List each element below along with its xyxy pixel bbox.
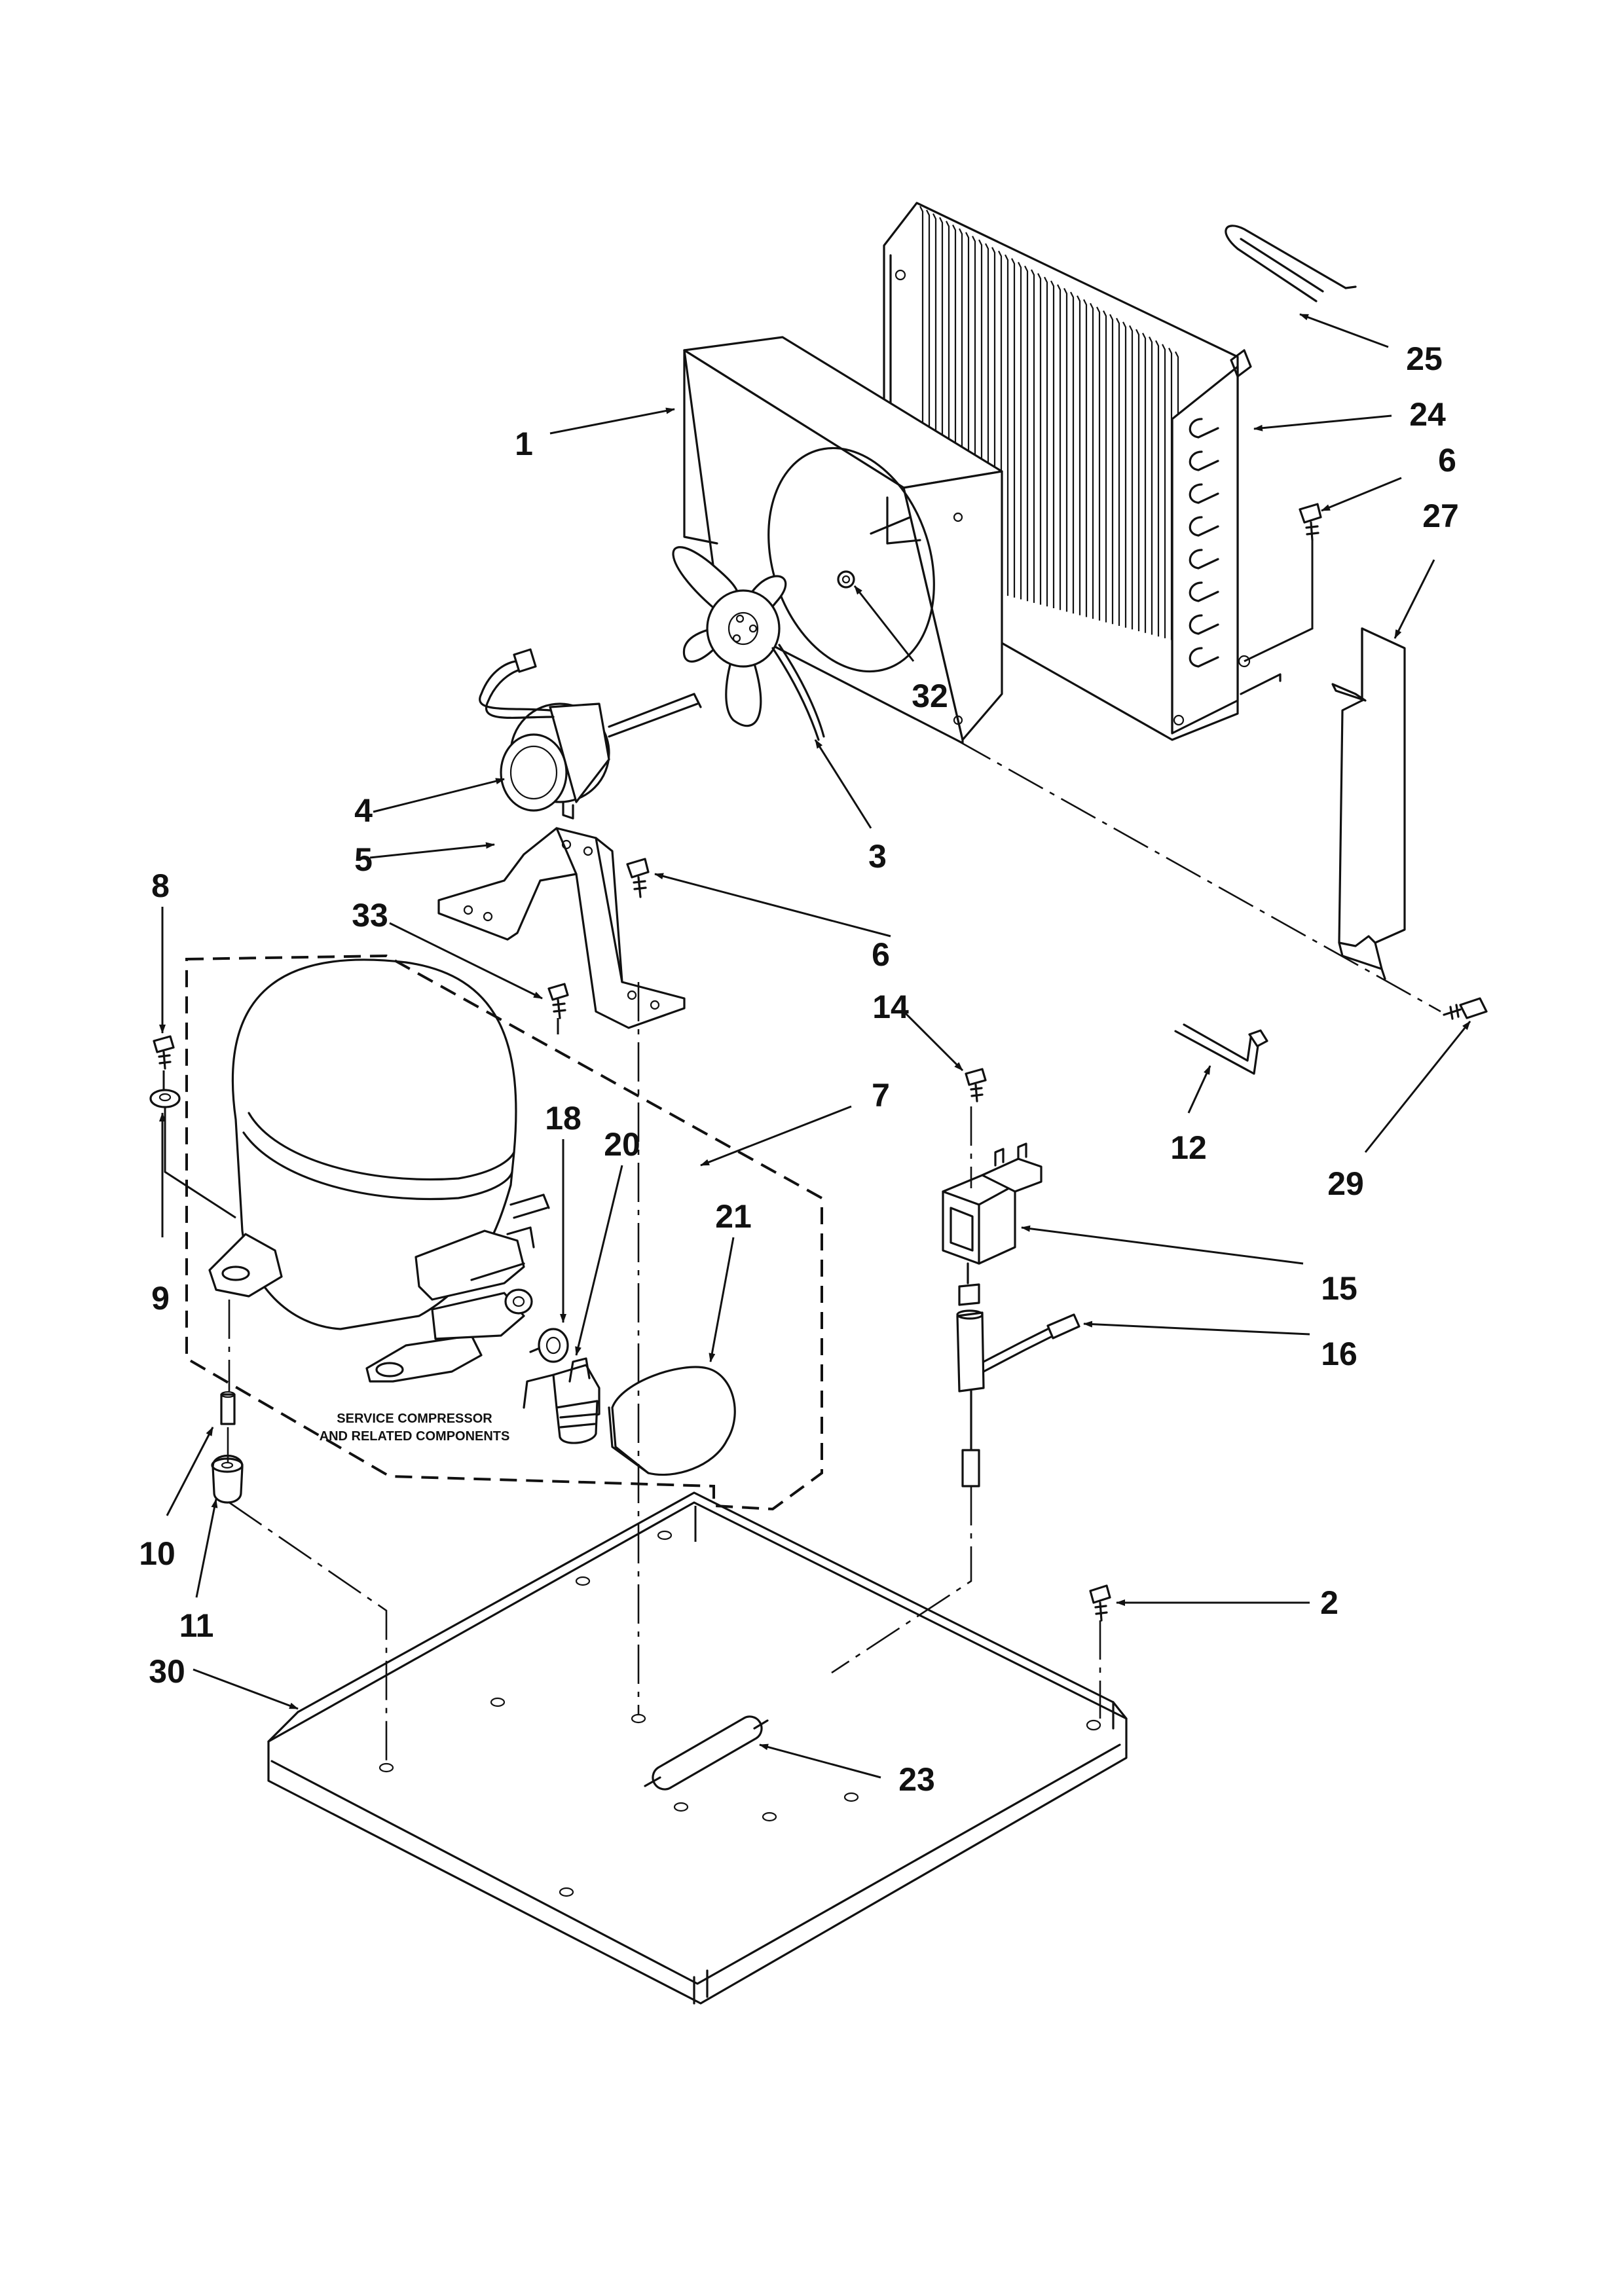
callout-6-bracket: 6	[872, 936, 890, 973]
thermistor-sensor	[956, 1309, 1080, 1487]
fin-line	[1116, 318, 1120, 626]
tube-bend	[1189, 483, 1219, 504]
callout-6-condenser: 6	[1438, 442, 1456, 479]
screw-2	[1089, 1584, 1111, 1622]
fin-line	[1018, 262, 1022, 600]
screw-33	[547, 983, 569, 1019]
callout-11: 11	[179, 1607, 214, 1644]
fin-line	[1011, 258, 1016, 598]
start-relay	[523, 1357, 600, 1444]
fin-line	[1103, 310, 1107, 623]
screw-8	[153, 1035, 175, 1070]
service-note-line1: SERVICE COMPRESSOR	[337, 1412, 492, 1426]
callout-14: 14	[872, 989, 909, 1025]
terminal-cover	[608, 1366, 736, 1476]
callout-29: 29	[1327, 1165, 1364, 1202]
tube-bend	[1189, 418, 1219, 439]
screw-6-bracket	[626, 858, 650, 898]
fan-blade	[672, 546, 825, 741]
callout-3: 3	[868, 838, 887, 875]
fin-line	[1155, 340, 1160, 637]
fin-line	[1077, 295, 1081, 615]
callout-30: 30	[149, 1653, 185, 1690]
callout-18: 18	[545, 1100, 581, 1137]
callout-32: 32	[912, 678, 948, 714]
callout-23: 23	[898, 1761, 935, 1798]
overload-protector	[529, 1328, 569, 1363]
fin-line	[1063, 287, 1068, 612]
callout-24: 24	[1409, 396, 1446, 433]
fin-line	[1083, 299, 1088, 617]
callout-16: 16	[1321, 1336, 1357, 1372]
callout-21: 21	[715, 1198, 752, 1235]
callout-8: 8	[151, 867, 170, 904]
clip	[1225, 225, 1357, 302]
callout-10: 10	[139, 1535, 175, 1572]
tube	[1174, 1023, 1268, 1075]
mounting-bracket	[1331, 627, 1406, 980]
compressor	[208, 958, 550, 1383]
filter-drier	[644, 1715, 769, 1791]
leader-arrows	[159, 313, 1471, 1779]
fin-line	[1090, 302, 1094, 619]
service-boundary	[185, 954, 823, 1511]
fan-shroud	[683, 336, 1003, 744]
fin-line	[1057, 284, 1061, 610]
fin-line	[1031, 269, 1035, 603]
washer	[149, 1089, 181, 1108]
service-note-line2: AND RELATED COMPONENTS	[320, 1429, 510, 1444]
callout-25: 25	[1406, 340, 1443, 377]
tube-bend	[1189, 549, 1219, 570]
callout-27: 27	[1422, 498, 1459, 534]
fin-line	[1044, 276, 1048, 607]
tube-bend	[1189, 516, 1219, 537]
fin-line	[1135, 329, 1140, 632]
callout-9: 9	[151, 1280, 170, 1317]
fin-line	[1129, 325, 1134, 630]
fin-line	[1109, 314, 1114, 625]
screw-14	[965, 1068, 987, 1102]
tube-bend	[1189, 614, 1219, 635]
motor-bracket	[437, 827, 686, 1029]
callout-2: 2	[1320, 1584, 1338, 1621]
solenoid-coil	[942, 1142, 1043, 1306]
callout-4: 4	[354, 792, 373, 829]
fin-line	[1024, 265, 1029, 602]
fin-line	[1070, 291, 1075, 614]
fin-line	[1096, 306, 1101, 621]
fin-line	[1050, 280, 1055, 608]
tube-bend	[1189, 450, 1219, 471]
tube-bend	[1189, 647, 1219, 668]
fin-line	[1162, 344, 1166, 638]
condenser-tubes	[1189, 418, 1219, 668]
fan-motor	[479, 648, 702, 820]
callout-33: 33	[352, 897, 388, 934]
tube-bend	[1189, 581, 1219, 602]
assembly-lines	[162, 540, 1441, 1768]
callout-5: 5	[354, 841, 373, 878]
callout-7: 7	[872, 1077, 890, 1114]
callout-20: 20	[604, 1126, 640, 1163]
fin-line	[1037, 273, 1042, 605]
screw-29	[1443, 997, 1488, 1020]
callout-1: 1	[515, 426, 533, 462]
fin-line	[1149, 337, 1153, 635]
fin-line	[1142, 333, 1147, 633]
callout-labels: 1 2 3 4 5 6 6 7 8 9 10 11 12 14 15 16 18…	[139, 340, 1459, 1798]
sleeve	[220, 1391, 236, 1425]
callout-12: 12	[1170, 1129, 1207, 1166]
fin-line	[1122, 321, 1127, 628]
callout-15: 15	[1321, 1270, 1357, 1307]
screw-6-condenser	[1299, 503, 1322, 541]
fin-line	[1005, 254, 1009, 596]
